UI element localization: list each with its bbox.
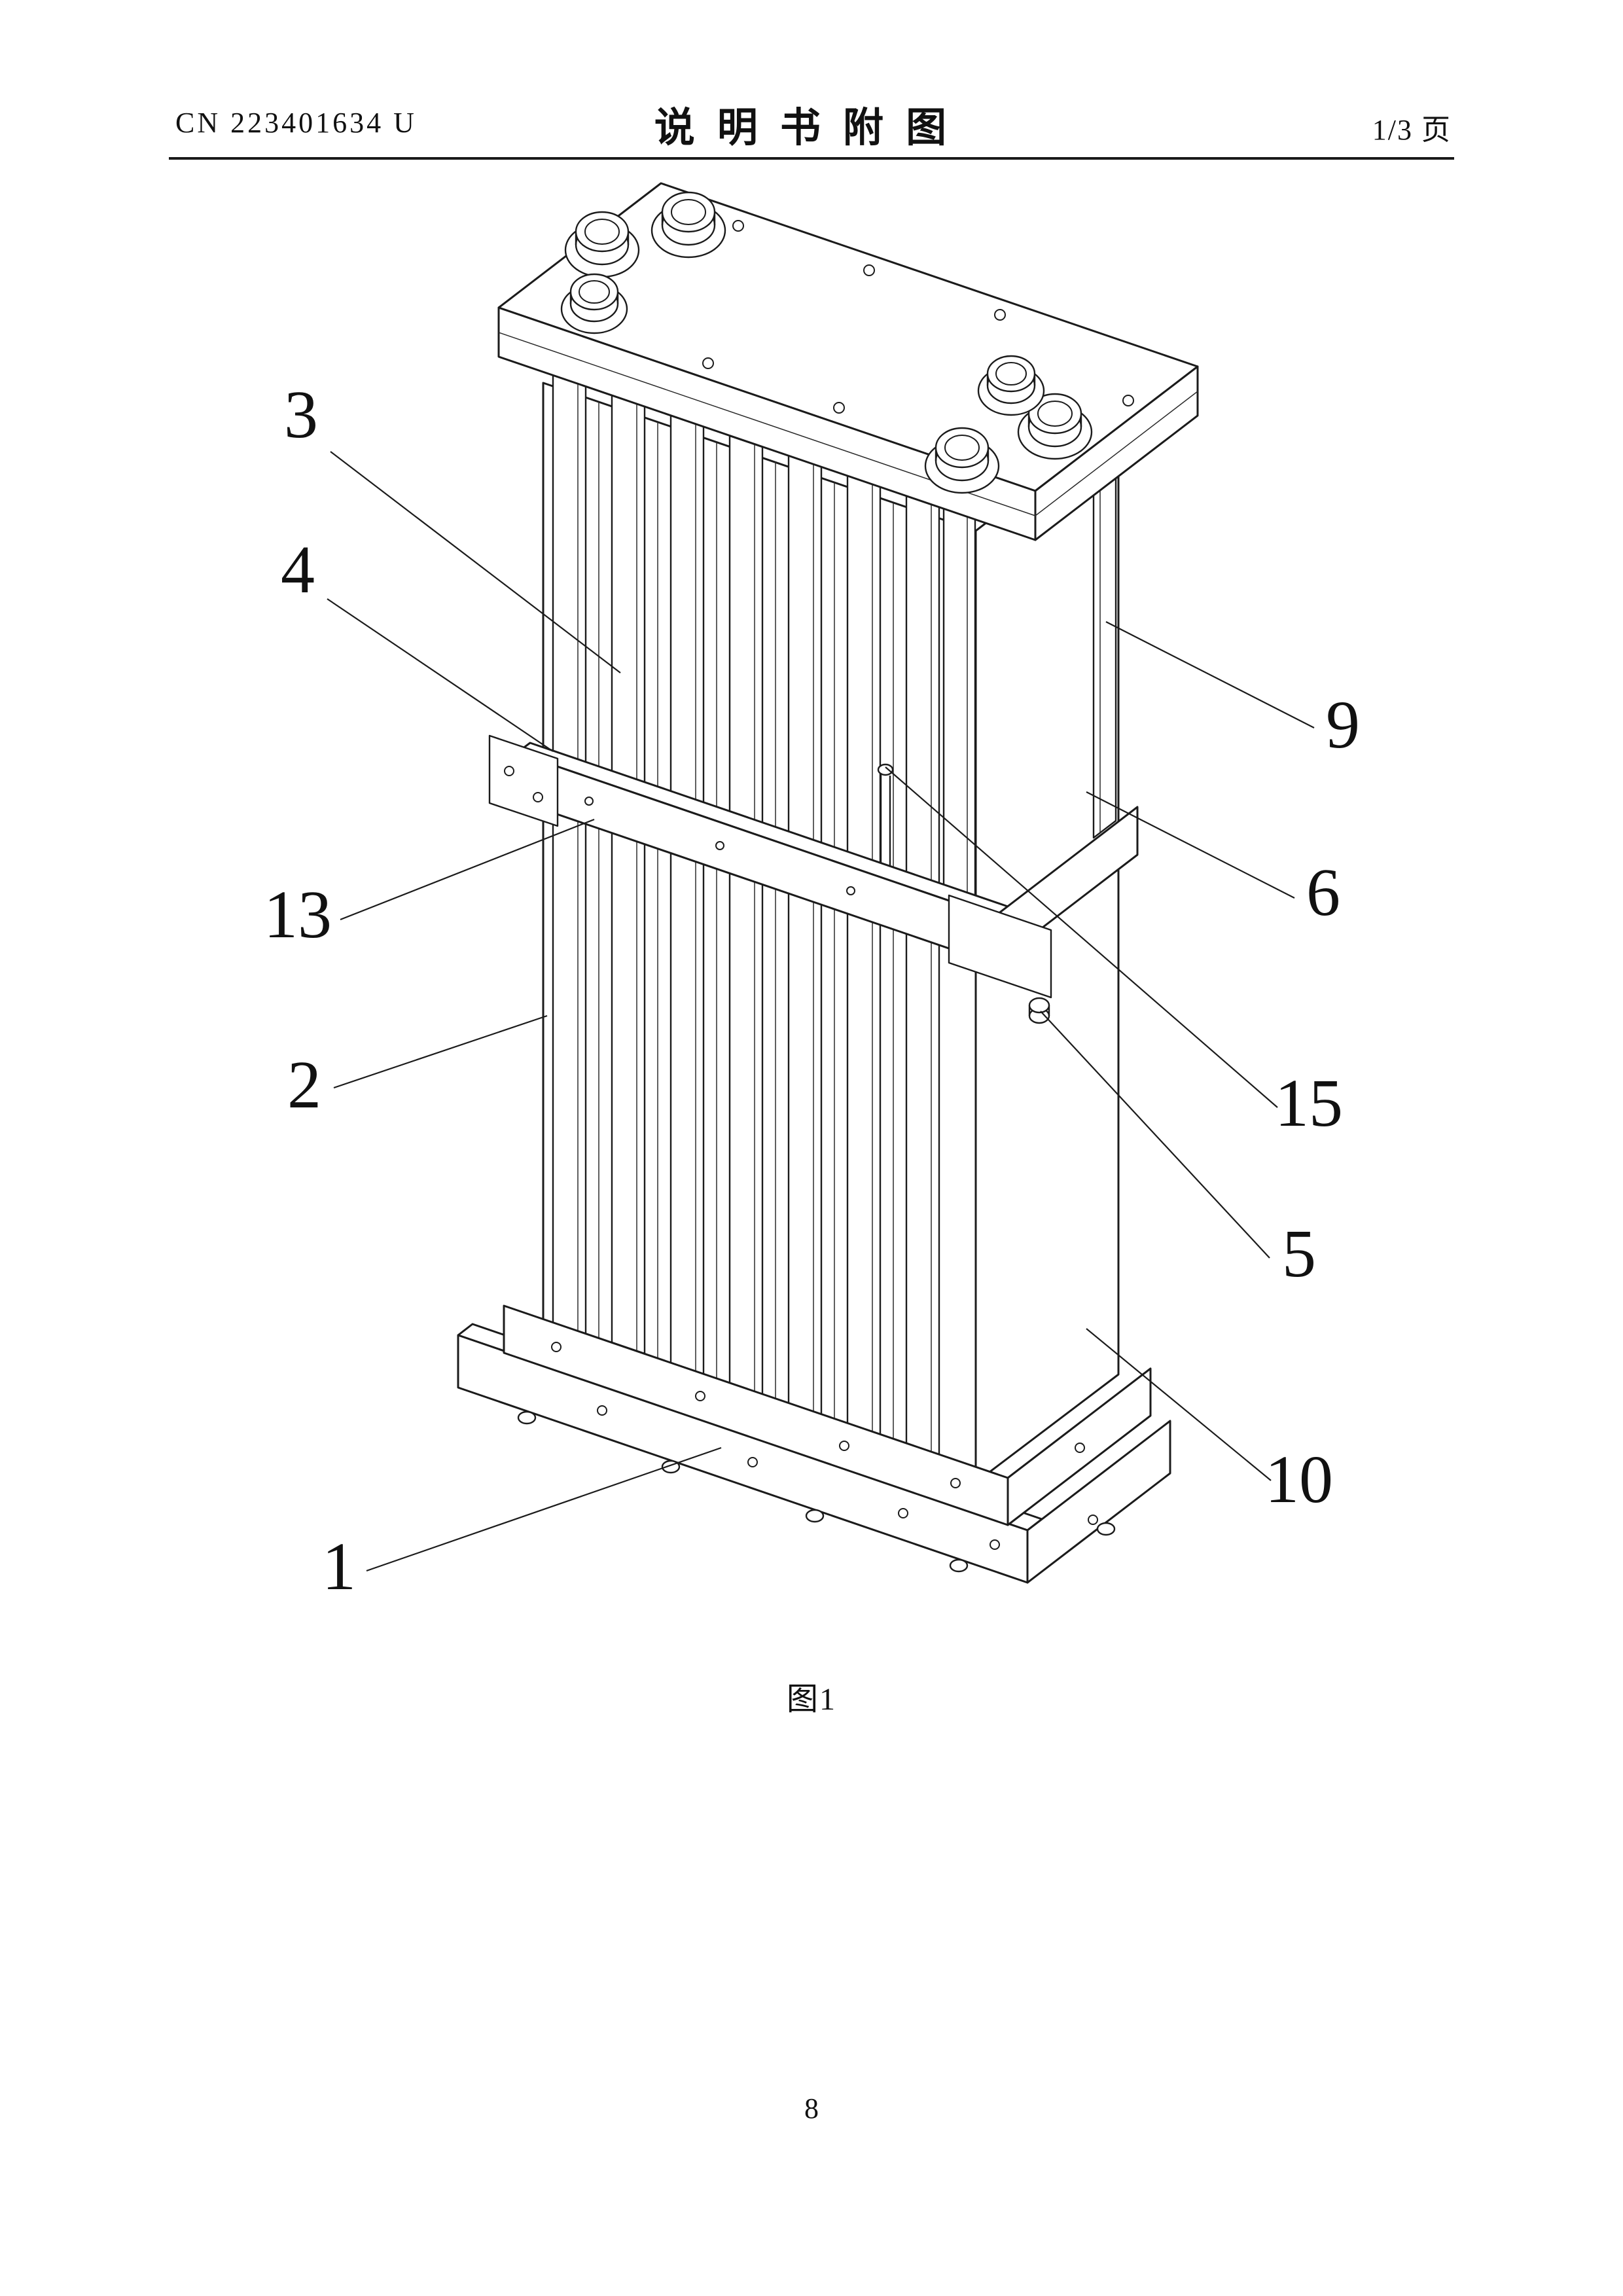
callout-label-5: 5 [1282, 1216, 1316, 1291]
callout-label-13: 13 [264, 877, 332, 952]
leader-13 [340, 818, 595, 921]
callout-label-6: 6 [1306, 855, 1340, 930]
callout-label-15: 15 [1275, 1066, 1343, 1141]
callout-label-4: 4 [281, 532, 315, 607]
doc-number: CN 223401634 U [175, 107, 417, 139]
leader-2 [333, 1014, 548, 1089]
cover-ports [560, 191, 1093, 494]
callout-label-9: 9 [1326, 687, 1360, 762]
leader-5 [1040, 1011, 1270, 1259]
port [1017, 393, 1093, 460]
callout-label-3: 3 [284, 377, 318, 452]
figure-caption: 图1 [786, 1682, 836, 1717]
callout-labels: 3 4 13 2 1 9 6 15 5 10 [264, 377, 1360, 1604]
leader-4 [327, 598, 554, 752]
leader-6 [1086, 791, 1295, 899]
leader-15 [885, 766, 1278, 1108]
corner-angle-post [942, 486, 976, 911]
port [924, 427, 1000, 494]
leader-3 [330, 451, 621, 673]
port [564, 211, 640, 278]
leader-1 [366, 1446, 722, 1572]
page-number: 8 [804, 2092, 819, 2125]
page-indicator: 1/3 页 [1372, 114, 1452, 146]
port [977, 355, 1045, 416]
header-rule [169, 157, 1454, 160]
callout-label-2: 2 [287, 1047, 321, 1122]
port [651, 191, 726, 259]
leader-9 [1105, 621, 1315, 728]
callout-label-1: 1 [322, 1529, 356, 1604]
section-title: 说明书附图 [654, 106, 969, 151]
callout-label-10: 10 [1265, 1442, 1333, 1517]
leader-10 [1086, 1328, 1272, 1481]
port [560, 273, 628, 334]
band-corner-bolt [1028, 997, 1050, 1024]
leader-lines [327, 451, 1315, 1572]
base-assembly [457, 1304, 1171, 1584]
middle-clamp-band [488, 734, 1139, 1024]
tie-rod [877, 763, 894, 869]
